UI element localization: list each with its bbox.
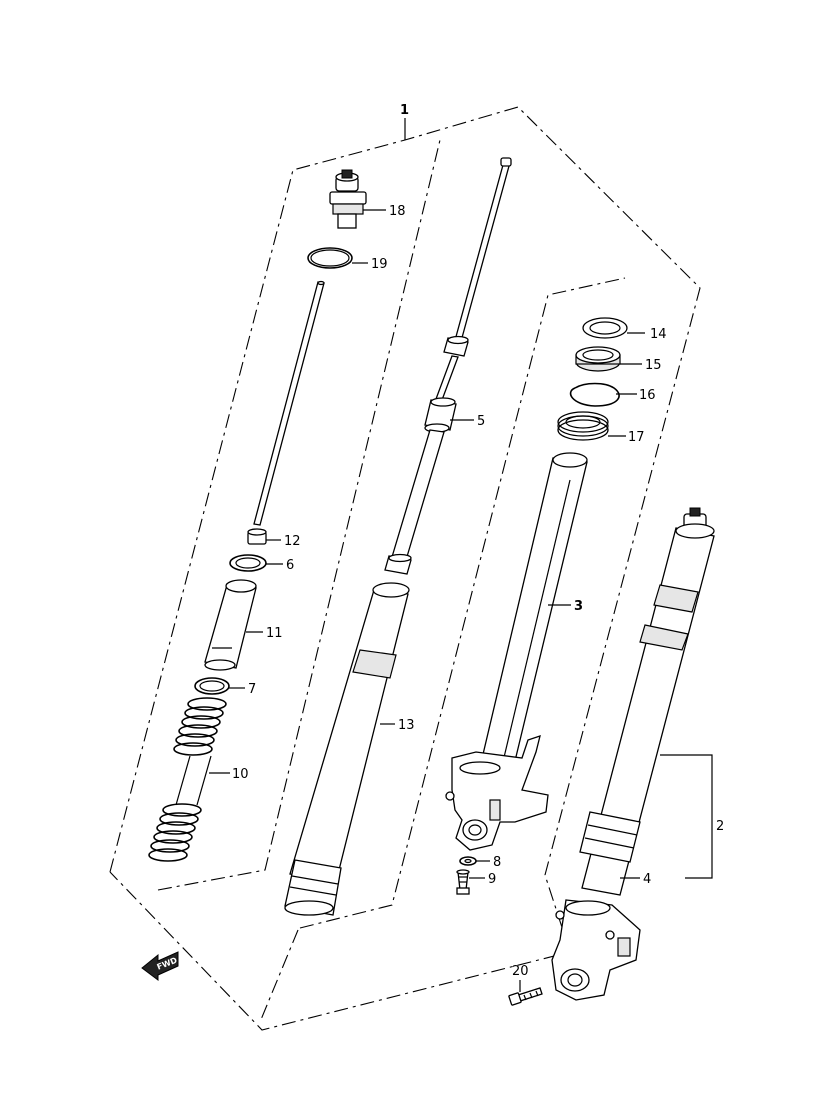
nut-part — [247, 528, 281, 545]
label-part-16: 16 — [639, 388, 656, 403]
bracket-bolt-part — [508, 980, 543, 1006]
bottom-washer-part — [459, 856, 490, 866]
o-ring-part — [307, 247, 368, 269]
spacer-tube-part — [204, 579, 263, 671]
assembly-boundary — [109, 106, 701, 1031]
label-part-19: 19 — [371, 257, 388, 272]
label-part-8: 8 — [493, 855, 501, 870]
label-part-3: 3 — [574, 599, 583, 614]
label-part-17: 17 — [628, 430, 645, 445]
axle-bracket-part — [445, 735, 549, 851]
label-part-9: 9 — [488, 872, 496, 887]
label-part-15: 15 — [645, 358, 662, 373]
label-part-11: 11 — [266, 626, 283, 641]
label-part-18: 18 — [389, 204, 406, 219]
label-part-14: 14 — [650, 327, 667, 342]
damper-cartridge-part — [384, 157, 512, 575]
forward-arrow-icon: FWD — [141, 951, 179, 981]
label-part-5: 5 — [477, 414, 485, 429]
label-part-2: 2 — [716, 819, 724, 834]
stopper-ring-part — [575, 346, 642, 372]
spring-seat-part — [194, 677, 245, 695]
dust-seal-part — [582, 317, 645, 339]
label-part-10: 10 — [232, 767, 249, 782]
fork-assembly-part — [551, 507, 715, 1001]
adjuster-rod-part — [253, 280, 325, 526]
label-part-1: 1 — [400, 103, 409, 118]
cap-bolt-part — [329, 169, 386, 229]
label-part-6: 6 — [286, 558, 294, 573]
label-part-4: 4 — [643, 872, 651, 887]
fork-spring-part — [148, 697, 230, 862]
circlip-part — [569, 382, 637, 407]
inner-tube-part — [475, 452, 588, 791]
outer-tube-part — [284, 582, 410, 916]
label-part-20: 20 — [512, 964, 529, 979]
bottom-bolt-part — [456, 869, 485, 895]
oil-seal-part — [557, 411, 626, 441]
washer-part — [229, 554, 283, 572]
part-labels: 1 18 19 14 15 16 5 17 12 6 3 11 7 13 10 … — [232, 103, 724, 979]
label-part-13: 13 — [398, 718, 415, 733]
label-part-7: 7 — [248, 682, 256, 697]
label-part-12: 12 — [284, 534, 301, 549]
